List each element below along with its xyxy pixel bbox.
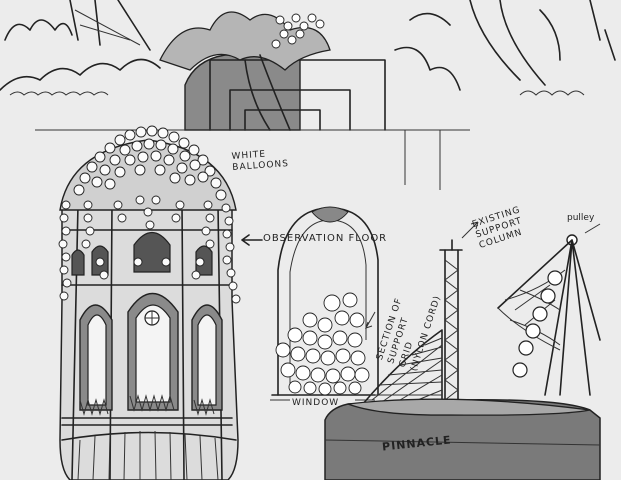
upper-arches <box>71 231 213 276</box>
palm-trunk-sketch <box>244 54 291 131</box>
white-balloons-label: WHITE BALLOONS <box>231 149 290 173</box>
support-column <box>444 249 459 403</box>
tower-drawing <box>59 139 239 480</box>
palm-frond-sketch <box>159 11 331 71</box>
pinnacle-section <box>324 221 601 480</box>
support-grid-arrow <box>364 311 376 329</box>
top-balloon-cluster <box>271 13 325 49</box>
white-balloon-cluster <box>58 125 241 304</box>
observation-floor-arrow <box>241 234 263 246</box>
background-scene <box>0 0 616 190</box>
pulley-label: pulley <box>567 213 595 223</box>
right-tree-sketch <box>409 0 561 86</box>
window-label: WINDOW <box>292 398 340 408</box>
left-bushes-sketch <box>0 58 161 91</box>
observation-floor-label: OBSERVATION FLOOR <box>263 233 388 244</box>
support-column-arrow <box>461 221 479 239</box>
window-section <box>270 206 379 401</box>
window-balloon-pile <box>275 292 370 396</box>
support-grid-net <box>361 329 443 406</box>
left-shrub-sketch <box>4 19 73 41</box>
pulley-balloons <box>512 270 563 378</box>
